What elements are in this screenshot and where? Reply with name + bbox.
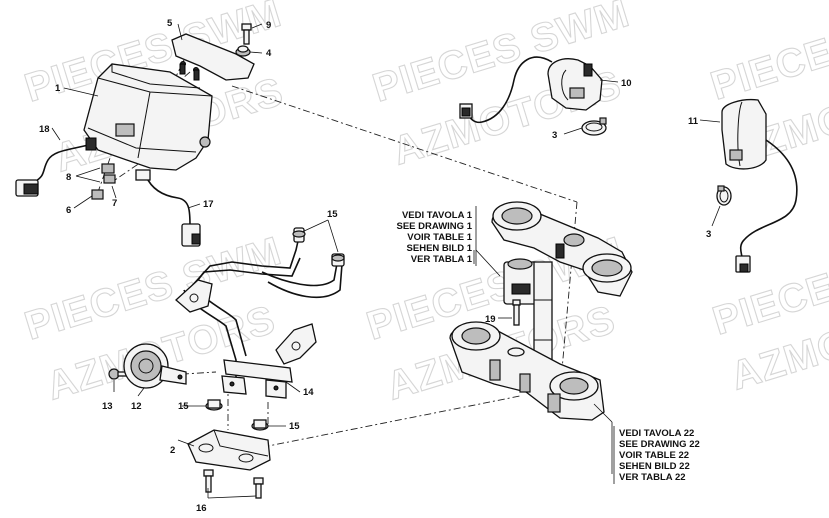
ref-line: VER TABLA 22	[619, 472, 686, 483]
callout-numbers: 1 2 3 3 4 5 6 7 8 9 10 11 12 13 14 15 15…	[39, 18, 711, 514]
ref-line: SEE DRAWING 22	[619, 439, 700, 450]
grommet-8-icon	[101, 163, 116, 184]
callout-13: 13	[102, 401, 113, 412]
leader-lines	[51, 23, 721, 499]
callout-15-left: 15	[178, 401, 189, 412]
reference-block-table-1: VEDI TAVOLA 1 SEE DRAWING 1 VOIR TABLE 1…	[397, 206, 477, 266]
ref-line: SEE DRAWING 1	[397, 221, 473, 232]
horn-12-icon	[123, 343, 187, 389]
callout-15-top: 15	[327, 209, 338, 220]
right-switch	[721, 98, 798, 273]
clamp-3-right-icon	[716, 185, 732, 206]
cluster-bracket	[171, 33, 255, 81]
left-switch	[459, 56, 603, 124]
harness-17	[135, 169, 201, 247]
callout-7: 7	[112, 198, 117, 209]
grommet-4-icon	[235, 45, 251, 57]
watermark: PIECES SWM	[706, 0, 829, 109]
callout-17: 17	[203, 199, 214, 210]
callout-6: 6	[66, 205, 71, 216]
watermark: PIECES SWM	[708, 224, 829, 344]
callout-9: 9	[266, 20, 271, 31]
callout-15-right: 15	[289, 421, 300, 432]
callout-3: 3	[552, 130, 557, 141]
callout-14: 14	[303, 387, 314, 398]
ref-line: VOIR TABLE 22	[619, 450, 689, 461]
callout-1: 1	[55, 83, 61, 94]
lower-bracket-2	[187, 429, 271, 471]
callout-11: 11	[688, 116, 699, 127]
callout-10: 10	[621, 78, 632, 89]
callout-18: 18	[39, 124, 50, 135]
callout-2: 2	[170, 445, 175, 456]
harness-18	[15, 137, 97, 197]
ref-line: SEHEN BILD 1	[407, 243, 473, 254]
cluster-connector-icon	[115, 123, 135, 137]
assembly-dash-line	[231, 85, 578, 203]
bolt-9-icon	[241, 23, 252, 45]
clamp-3-upper-icon	[581, 117, 607, 136]
callout-5: 5	[167, 18, 173, 29]
triple-clamp-assembly	[449, 201, 633, 421]
callout-8: 8	[66, 172, 71, 183]
ref-line: VOIR TABLE 1	[407, 232, 472, 243]
callout-3-right: 3	[706, 229, 711, 240]
callout-16: 16	[196, 503, 207, 514]
callout-19: 19	[485, 314, 496, 325]
callout-12: 12	[131, 401, 142, 412]
bolt-16-icon	[203, 469, 264, 499]
ref-line: VER TABLA 1	[411, 254, 473, 265]
ref-line: VEDI TAVOLA 1	[402, 210, 473, 221]
callout-4: 4	[266, 48, 272, 59]
reference-block-table-22: VEDI TAVOLA 22 SEE DRAWING 22 VOIR TABLE…	[613, 426, 700, 484]
ref-line: VEDI TAVOLA 22	[619, 428, 694, 439]
cluster-knob-icon	[199, 136, 211, 148]
ref-line: SEHEN BILD 22	[619, 461, 690, 472]
grommet-6-icon	[91, 189, 104, 200]
assembly-dash-line	[232, 395, 521, 454]
